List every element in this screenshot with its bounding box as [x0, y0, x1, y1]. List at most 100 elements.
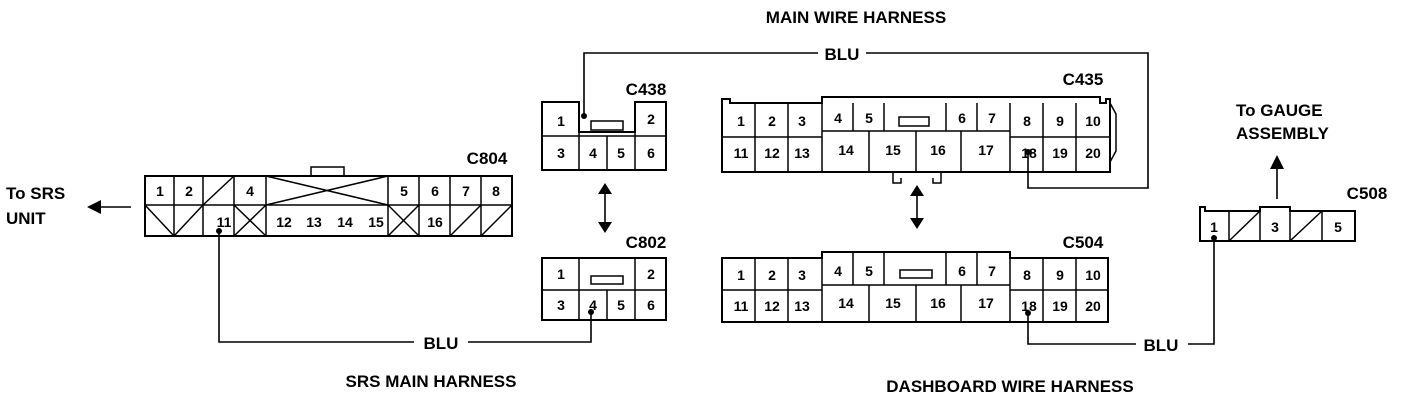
c435-pin-19: 19 [1052, 145, 1068, 161]
gauge-assembly-destination: To GAUGE ASSEMBLY [1236, 101, 1330, 199]
c504-pin-8: 8 [1023, 267, 1031, 283]
c504-pin-4: 4 [834, 263, 842, 279]
connector-label-c802: C802 [626, 233, 667, 252]
c435-pin-11: 11 [734, 145, 749, 161]
wire-blu-bottom-right: BLU [1025, 235, 1217, 355]
c804-pin-1: 1 [156, 183, 164, 199]
c504-pin-17: 17 [978, 295, 994, 311]
connector-c802: C802 1 2 3 4 5 6 [541, 233, 667, 321]
c435-pin-14: 14 [838, 142, 854, 158]
c804-pin-12: 12 [276, 214, 292, 230]
c504-pin-15: 15 [885, 295, 901, 311]
c802-pin-5: 5 [617, 297, 625, 313]
c804-pin-7: 7 [462, 183, 470, 199]
wire-blu-bottom-left: BLU [216, 228, 594, 353]
c504-pin-19: 19 [1052, 298, 1068, 314]
mating-arrow-right [910, 185, 924, 229]
c504-pin-14: 14 [838, 295, 854, 311]
c802-pin-4: 4 [589, 297, 597, 313]
c508-pin-1: 1 [1210, 219, 1218, 235]
main-wire-harness-title: MAIN WIRE HARNESS [766, 8, 946, 27]
srs-main-harness-title: SRS MAIN HARNESS [346, 372, 517, 391]
c504-pin-11: 11 [734, 298, 749, 314]
c804-pin-5: 5 [400, 183, 408, 199]
c435-pin-1: 1 [737, 113, 745, 129]
c802-pin-2: 2 [647, 266, 655, 282]
c435-pin-17: 17 [978, 142, 994, 158]
c435-pin-16: 16 [930, 142, 946, 158]
wire-label-top: BLU [825, 45, 860, 64]
gauge-label-line2: ASSEMBLY [1236, 124, 1330, 143]
c804-pin-8: 8 [492, 183, 500, 199]
c504-pin-5: 5 [865, 263, 873, 279]
dashboard-wire-harness-title: DASHBOARD WIRE HARNESS [886, 377, 1133, 396]
c435-pin-8: 8 [1023, 113, 1031, 129]
connector-label-c508: C508 [1347, 184, 1388, 203]
c504-pin-12: 12 [764, 298, 780, 314]
c435-pin-12: 12 [764, 145, 780, 161]
connector-c504: C504 1 2 3 4 5 6 7 8 9 10 11 12 13 14 15 [721, 233, 1109, 323]
c438-pin-3: 3 [557, 145, 565, 161]
c504-pin-1: 1 [737, 267, 745, 283]
c504-pin-10: 10 [1085, 267, 1101, 283]
connector-label-c504: C504 [1063, 233, 1104, 252]
c802-pin-6: 6 [647, 297, 655, 313]
srs-unit-label-line2: UNIT [6, 209, 46, 228]
connector-c508: C508 1 3 5 [1199, 184, 1388, 242]
c435-pin-2: 2 [768, 113, 776, 129]
wire-label-bottom-left: BLU [424, 334, 459, 353]
c504-pin-16: 16 [930, 295, 946, 311]
c508-pin-5: 5 [1334, 219, 1342, 235]
c438-pin-5: 5 [617, 145, 625, 161]
c435-pin-10: 10 [1085, 113, 1101, 129]
c804-pin-11: 11 [217, 214, 232, 230]
c802-pin-3: 3 [557, 297, 565, 313]
wire-label-bottom-right: BLU [1144, 336, 1179, 355]
c804-pin-16: 16 [427, 214, 443, 230]
c435-pin-15: 15 [885, 142, 901, 158]
c504-pin-18: 18 [1021, 298, 1037, 314]
c438-pin-4: 4 [589, 145, 597, 161]
arrow-left-icon [87, 200, 101, 214]
c435-pin-7: 7 [988, 110, 996, 126]
arrow-up-icon [1270, 155, 1284, 169]
connector-c438: C438 1 2 3 4 5 6 [541, 80, 667, 171]
c504-pin-9: 9 [1056, 267, 1064, 283]
c504-pin-3: 3 [798, 267, 806, 283]
c504-pin-7: 7 [988, 263, 996, 279]
c804-pin-13: 13 [306, 214, 322, 230]
wire-blu-top: BLU [581, 45, 1149, 189]
c435-pin-4: 4 [834, 110, 842, 126]
c435-pin-9: 9 [1056, 113, 1064, 129]
c504-pin-20: 20 [1085, 298, 1101, 314]
srs-unit-destination: To SRS UNIT [6, 184, 131, 228]
c438-pin-1: 1 [557, 113, 565, 129]
c508-pin-3: 3 [1271, 219, 1279, 235]
c435-pin-6: 6 [958, 110, 966, 126]
connector-label-c435: C435 [1063, 70, 1104, 89]
c504-pin-2: 2 [768, 267, 776, 283]
connector-c435: C435 1 2 3 4 5 6 [721, 70, 1117, 184]
c435-pin-5: 5 [865, 110, 873, 126]
c435-pin-13: 13 [794, 145, 810, 161]
c804-pin-14: 14 [337, 214, 353, 230]
connector-label-c804: C804 [467, 149, 508, 168]
c504-pin-13: 13 [794, 298, 810, 314]
c804-pin-4: 4 [246, 183, 254, 199]
srs-unit-label-line1: To SRS [6, 184, 65, 203]
c435-pin-3: 3 [798, 113, 806, 129]
c504-pin-6: 6 [958, 263, 966, 279]
c804-pin-2: 2 [185, 183, 193, 199]
connector-label-c438: C438 [626, 80, 667, 99]
c438-pin-6: 6 [647, 145, 655, 161]
c802-pin-1: 1 [557, 266, 565, 282]
c435-pin-18: 18 [1021, 145, 1037, 161]
c435-pin-20: 20 [1085, 145, 1101, 161]
gauge-label-line1: To GAUGE [1236, 101, 1323, 120]
mating-arrow-left [598, 183, 612, 233]
c804-pin-6: 6 [431, 183, 439, 199]
c804-pin-15: 15 [368, 214, 384, 230]
connector-c804: C804 1 2 4 [144, 149, 513, 237]
c438-pin-2: 2 [647, 111, 655, 127]
